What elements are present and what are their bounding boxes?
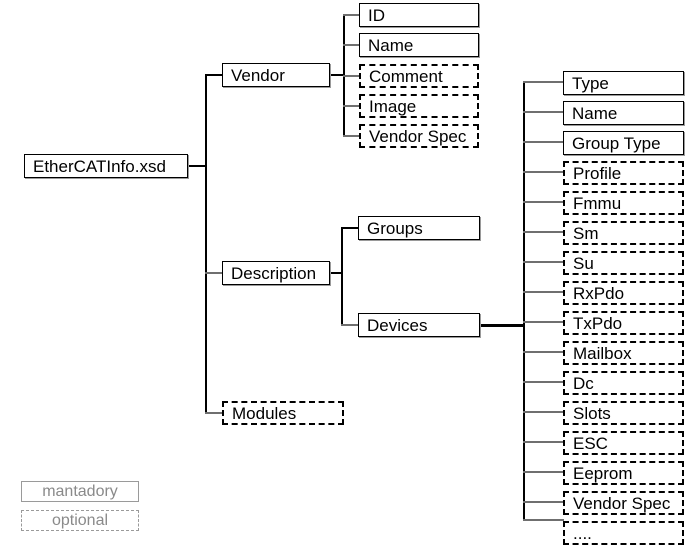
edge-vendor-stub (330, 74, 344, 76)
edge-devices-child-4 (523, 201, 564, 203)
node-vendor-vendor-spec[interactable]: Vendor Spec (359, 124, 479, 148)
node-device-txpdo[interactable]: TxPdo (563, 311, 684, 335)
node-vendor-label: Vendor (231, 65, 285, 85)
edge-vendor-child-3 (343, 105, 360, 107)
edge-description-stub (330, 272, 342, 274)
node-device-group-type[interactable]: Group Type (563, 131, 684, 155)
node-vendor-name-label: Name (368, 35, 414, 55)
edge-devices-child-14 (523, 501, 564, 503)
node-vendor-vendor-spec-label: Vendor Spec (369, 126, 467, 146)
node-device-sm-label: Sm (573, 223, 599, 243)
edge-description-child-0 (341, 227, 359, 229)
node-vendor-image-label: Image (369, 96, 417, 116)
edge-vendor-child-2 (343, 75, 360, 77)
node-device-mailbox[interactable]: Mailbox (563, 341, 684, 365)
node-device-vendor-spec-label: Vendor Spec (573, 493, 671, 513)
edge-devices-child-10 (523, 381, 564, 383)
node-root[interactable]: EtherCATInfo.xsd (24, 154, 188, 178)
node-device-profile-label: Profile (573, 163, 622, 183)
edge-devices-child-1 (523, 111, 564, 113)
node-device-txpdo-label: TxPdo (573, 313, 623, 333)
node-devices-label: Devices (367, 315, 428, 335)
node-description[interactable]: Description (222, 261, 330, 285)
edge-devices-child-7 (523, 291, 564, 293)
node-device-esc[interactable]: ESC (563, 431, 684, 455)
edge-devices-child-0 (523, 81, 564, 83)
edge-devices-child-2 (523, 141, 564, 143)
node-device-rxpdo-label: RxPdo (573, 283, 625, 303)
node-vendor-id-label: ID (368, 5, 385, 25)
node-device-group-type-label: Group Type (572, 133, 661, 153)
node-device-slots[interactable]: Slots (563, 401, 684, 425)
edge-bus-modules (205, 412, 223, 414)
legend-mandatory: mantadory (21, 481, 139, 502)
node-device-vendor-spec[interactable]: Vendor Spec (563, 491, 684, 515)
node-device-rxpdo[interactable]: RxPdo (563, 281, 684, 305)
node-device-sm[interactable]: Sm (563, 221, 684, 245)
node-device-dc[interactable]: Dc (563, 371, 684, 395)
node-vendor-comment-label: Comment (369, 66, 443, 86)
edge-devices-child-12 (523, 441, 564, 443)
edge-devices-child-5 (523, 231, 564, 233)
legend-optional-label: optional (51, 511, 109, 529)
edge-devices-child-11 (523, 411, 564, 413)
edge-bus-vendor (205, 74, 223, 76)
edge-vendor-child-4 (343, 135, 360, 137)
edge-description-child-1 (341, 324, 359, 326)
edge-devices-bus (523, 81, 525, 521)
node-groups[interactable]: Groups (358, 216, 480, 240)
node-vendor-name[interactable]: Name (359, 33, 479, 57)
edge-vendor-child-0 (343, 14, 360, 16)
node-device-profile[interactable]: Profile (563, 161, 684, 185)
node-device-more-label: .... (573, 523, 592, 543)
node-root-label: EtherCATInfo.xsd (33, 156, 166, 176)
edge-devices-child-15 (523, 519, 564, 521)
edge-devices-child-8 (523, 321, 564, 323)
node-device-su[interactable]: Su (563, 251, 684, 275)
node-device-more[interactable]: .... (563, 521, 684, 545)
edge-devices-child-3 (523, 171, 564, 173)
edge-devices-stub (480, 324, 525, 327)
node-vendor-comment[interactable]: Comment (359, 64, 479, 88)
node-device-esc-label: ESC (573, 433, 608, 453)
node-device-eeprom[interactable]: Eeprom (563, 461, 684, 485)
legend-optional: optional (21, 510, 139, 531)
edge-devices-child-9 (523, 351, 564, 353)
edge-description-bus (341, 227, 343, 326)
edge-bus-description (205, 272, 223, 274)
node-groups-label: Groups (367, 218, 423, 238)
edge-root-stub (188, 165, 206, 167)
node-modules[interactable]: Modules (222, 401, 344, 425)
node-devices[interactable]: Devices (358, 313, 480, 337)
node-vendor[interactable]: Vendor (222, 63, 330, 87)
edge-devices-child-13 (523, 471, 564, 473)
node-device-su-label: Su (573, 253, 594, 273)
edge-devices-child-6 (523, 261, 564, 263)
node-device-fmmu[interactable]: Fmmu (563, 191, 684, 215)
node-device-name-label: Name (572, 103, 618, 123)
node-vendor-id[interactable]: ID (359, 3, 479, 27)
node-modules-label: Modules (232, 403, 297, 423)
node-device-mailbox-label: Mailbox (573, 343, 632, 363)
node-vendor-image[interactable]: Image (359, 94, 479, 118)
node-device-fmmu-label: Fmmu (573, 193, 622, 213)
edge-root-bus (205, 75, 207, 414)
node-description-label: Description (231, 263, 317, 283)
node-device-type-label: Type (572, 73, 609, 93)
legend-mandatory-label: mantadory (42, 482, 118, 500)
node-device-slots-label: Slots (573, 403, 611, 423)
edge-vendor-child-1 (343, 44, 360, 46)
node-device-type[interactable]: Type (563, 71, 684, 95)
node-device-eeprom-label: Eeprom (573, 463, 633, 483)
node-device-dc-label: Dc (573, 373, 594, 393)
node-device-name[interactable]: Name (563, 101, 684, 125)
